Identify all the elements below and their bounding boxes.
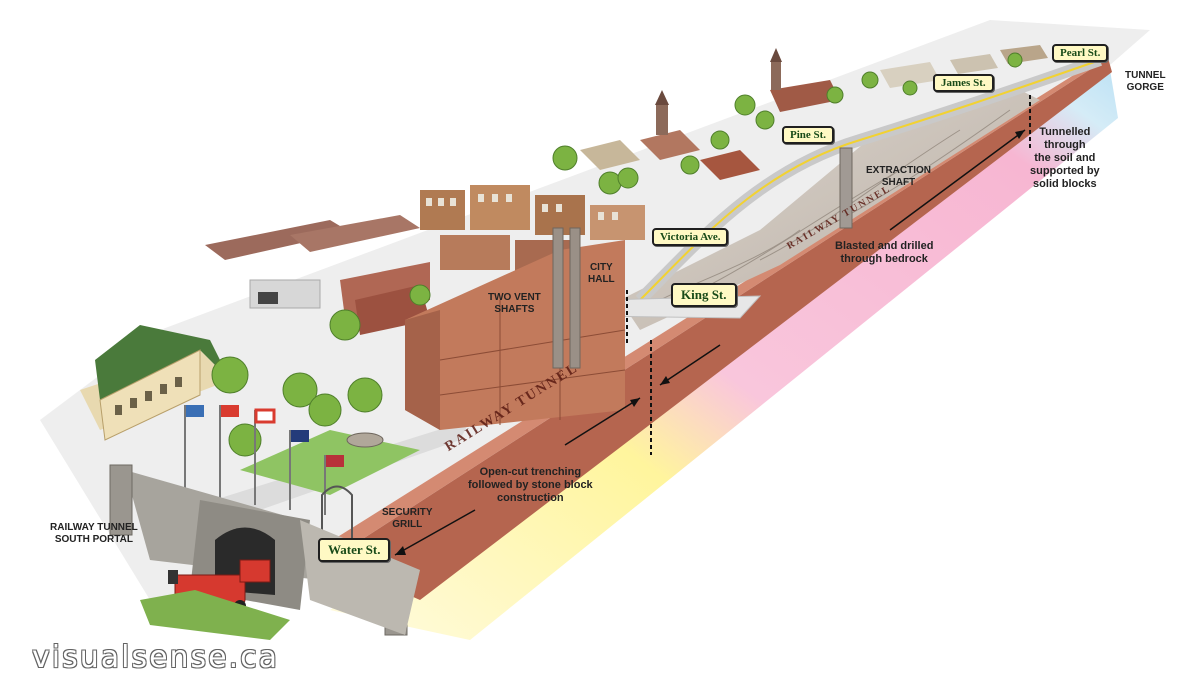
extent-arrows xyxy=(394,129,1026,556)
heritage-house xyxy=(80,325,230,441)
security-grill xyxy=(321,485,353,540)
industrial-buildings xyxy=(205,215,430,335)
downtown-buildings xyxy=(420,185,645,275)
flags xyxy=(186,405,344,467)
tunnel-gorge-label: TUNNEL GORGE xyxy=(1125,70,1166,93)
trees xyxy=(211,45,1067,457)
portal-grass xyxy=(140,590,290,640)
security-grill-label: SECURITY GRILL xyxy=(382,507,433,530)
arrow-heads xyxy=(395,130,1025,555)
street-sign-king: King St. xyxy=(671,283,737,307)
bedrock-section xyxy=(620,90,1040,330)
vent-shafts xyxy=(552,227,581,369)
method-boundary-lines xyxy=(626,95,1031,455)
street-sign-james: James St. xyxy=(933,74,994,92)
south-portal-label: RAILWAY TUNNEL SOUTH PORTAL xyxy=(50,522,138,545)
watermark: visualsense.ca xyxy=(32,640,280,675)
bedrock-method-note: Blasted and drilled through bedrock xyxy=(835,240,934,265)
soil-method-note: Tunnelled through the soil and supported… xyxy=(1030,126,1100,190)
street-sign-pearl: Pearl St. xyxy=(1052,44,1109,62)
vent-shafts-label: TWO VENT SHAFTS xyxy=(488,292,541,315)
city-hall-label: CITY HALL xyxy=(588,262,615,285)
street-sign-pine: Pine St. xyxy=(782,126,835,144)
extraction-shaft-label: EXTRACTION SHAFT xyxy=(866,165,931,188)
residential-houses xyxy=(580,45,1048,180)
street-sign-water: Water St. xyxy=(318,538,391,562)
street-sign-victoria: Victoria Ave. xyxy=(652,228,729,246)
extraction-shaft xyxy=(839,147,853,229)
railway-tunnel xyxy=(330,58,1112,600)
trench-method-note: Open-cut trenching followed by stone blo… xyxy=(468,466,593,504)
